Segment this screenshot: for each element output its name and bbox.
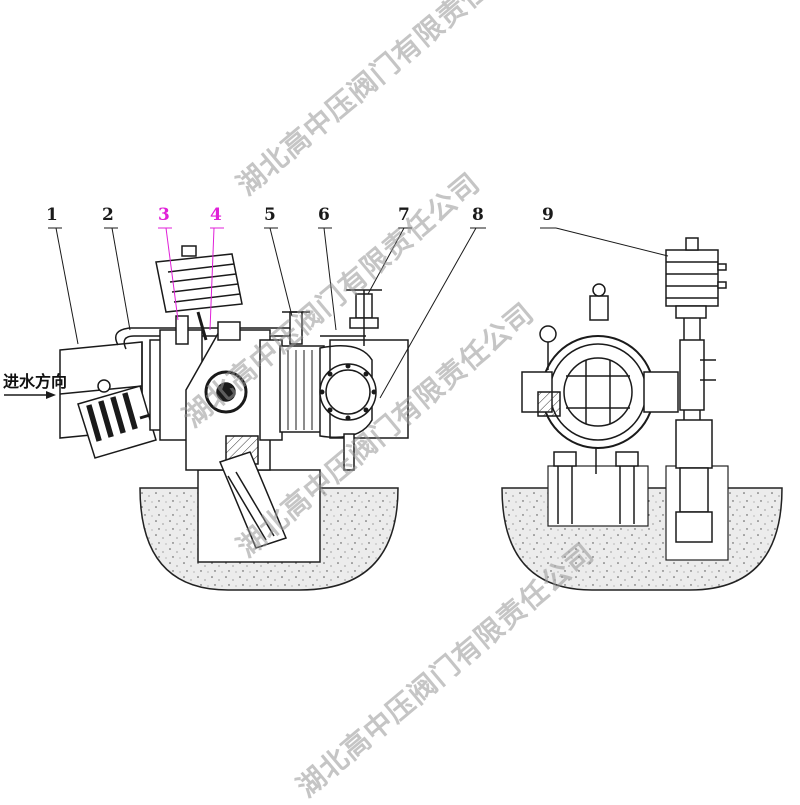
- actuator-tower: [665, 237, 727, 543]
- valve-body-right: [521, 283, 679, 524]
- callout-5: 5: [264, 205, 276, 225]
- callout-leaders: [48, 227, 669, 399]
- callout-1: 1: [46, 205, 58, 225]
- callout-3: 3: [158, 205, 170, 225]
- top-fittings-left: [175, 289, 382, 346]
- counterweight-upper: [155, 245, 243, 341]
- callout-8: 8: [472, 205, 484, 225]
- flow-arrow: [4, 391, 56, 399]
- callout-2: 2: [102, 205, 114, 225]
- callout-7: 7: [398, 205, 410, 225]
- callout-6: 6: [318, 205, 330, 225]
- callout-9: 9: [542, 205, 554, 225]
- flow-direction-label: 进水方向: [3, 372, 68, 391]
- right-foundation: [501, 465, 783, 591]
- hydraulic-cylinder-leg: [218, 451, 288, 549]
- callout-4: 4: [210, 205, 222, 225]
